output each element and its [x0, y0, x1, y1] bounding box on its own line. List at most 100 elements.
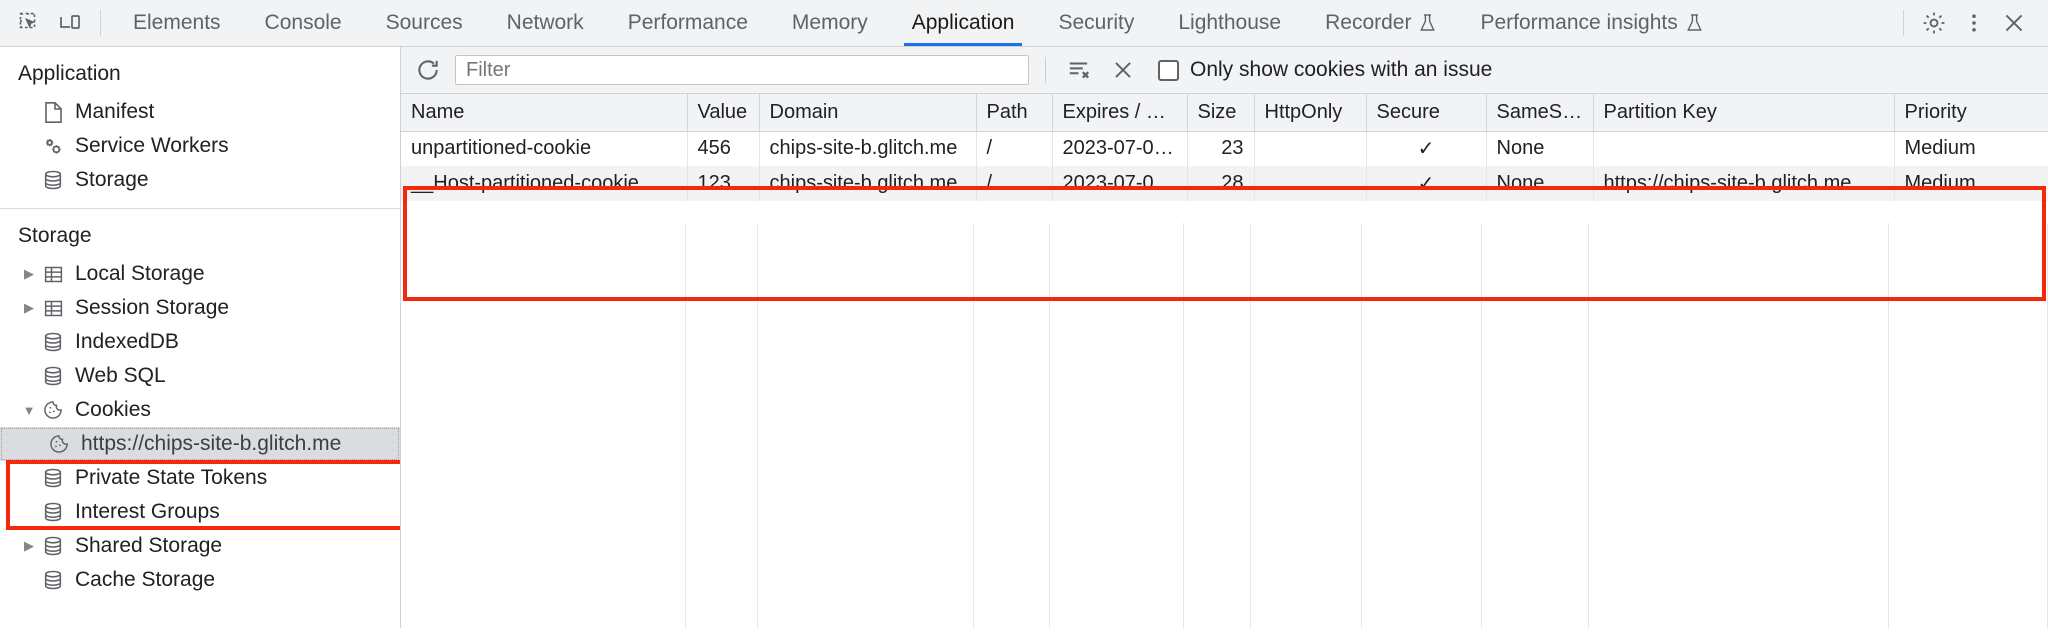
tab-label: Elements [133, 11, 221, 34]
cookie-icon [40, 399, 66, 421]
column-header-domain[interactable]: Domain [759, 94, 977, 132]
clear-filtered-cookies-icon[interactable] [1062, 53, 1096, 87]
sidebar-item-service-workers[interactable]: ▶ Service Workers [0, 129, 400, 163]
sidebar-item-shared-storage[interactable]: ▶ Shared Storage [0, 529, 400, 563]
database-icon [40, 569, 66, 591]
tab-label: Memory [791, 11, 868, 34]
cell-size: 23 [1187, 131, 1255, 166]
gears-icon [40, 135, 66, 157]
column-header-priority[interactable]: Priority [1894, 94, 2048, 132]
column-header-samesite[interactable]: SameSite [1486, 94, 1594, 132]
cookie-icon [46, 433, 72, 455]
cell-samesite: None [1486, 166, 1594, 201]
chevron-right-icon[interactable]: ▶ [24, 538, 34, 553]
only-show-issues-checkbox-wrap[interactable]: Only show cookies with an issue [1158, 58, 1492, 82]
tab-label: Console [264, 11, 342, 34]
sidebar-item-label: Cache Storage [75, 568, 216, 591]
column-header-expires[interactable]: Expires / M… [1052, 94, 1188, 132]
cookies-toolbar: Only show cookies with an issue [401, 47, 2048, 94]
column-header-value[interactable]: Value [687, 94, 760, 132]
sidebar-item-manifest[interactable]: ▶ Manifest [0, 95, 400, 129]
table-empty-columns [401, 223, 2048, 628]
tab-recorder[interactable]: Recorder [1303, 0, 1458, 46]
sidebar-item-cache-storage[interactable]: ▶ Cache Storage [0, 563, 400, 597]
table-row[interactable]: unpartitioned-cookie 456 chips-site-b.gl… [401, 131, 2048, 166]
device-toolbar-icon[interactable] [50, 3, 90, 43]
cell-priority: Medium [1894, 131, 2048, 166]
column-header-httponly[interactable]: HttpOnly [1254, 94, 1367, 132]
cell-path: / [976, 131, 1053, 166]
cell-expires: 2023-07-07… [1052, 166, 1188, 201]
tab-elements[interactable]: Elements [111, 0, 243, 46]
sidebar-item-private-state-tokens[interactable]: ▶ Private State Tokens [0, 461, 400, 495]
sidebar-item-web-sql[interactable]: ▶ Web SQL [0, 359, 400, 393]
cell-value: 456 [687, 131, 760, 166]
sidebar-section-storage: Storage ▶ Local Storage ▶ [0, 208, 400, 608]
tab-performance-insights[interactable]: Performance insights [1458, 0, 1724, 46]
filter-input[interactable] [455, 55, 1029, 85]
sidebar-item-label: Interest Groups [75, 500, 220, 523]
sidebar-item-session-storage[interactable]: ▶ Session Storage [0, 291, 400, 325]
column-header-size[interactable]: Size [1187, 94, 1255, 132]
sidebar-item-label: Local Storage [75, 262, 205, 285]
kebab-menu-icon[interactable] [1954, 3, 1994, 43]
cell-secure: ✓ [1366, 131, 1487, 166]
sidebar-item-label: Manifest [75, 100, 155, 123]
tab-application[interactable]: Application [890, 0, 1037, 46]
refresh-icon[interactable] [411, 53, 445, 87]
sidebar-item-label: Shared Storage [75, 534, 223, 557]
inspect-element-icon[interactable] [10, 3, 50, 43]
column-header-name[interactable]: Name [401, 94, 688, 132]
tab-label: Performance insights [1480, 11, 1678, 34]
sidebar-item-cookies[interactable]: ▼ Cookies [0, 393, 400, 427]
database-icon [40, 169, 66, 191]
devtools-tabbar: Elements Console Sources Network Perform… [0, 0, 2048, 47]
column-header-partition-key[interactable]: Partition Key [1593, 94, 1895, 132]
close-icon[interactable] [1994, 3, 2034, 43]
cell-httponly [1254, 131, 1367, 166]
tab-label: Sources [385, 11, 463, 34]
chevron-right-icon[interactable]: ▶ [24, 300, 34, 315]
tab-performance[interactable]: Performance [606, 0, 770, 46]
column-header-path[interactable]: Path [976, 94, 1053, 132]
document-icon [40, 101, 66, 123]
sidebar-item-label: Web SQL [75, 364, 166, 387]
table-row[interactable]: __Host-partitioned-cookie 123 chips-site… [401, 166, 2048, 201]
sidebar-item-local-storage[interactable]: ▶ Local Storage [0, 257, 400, 291]
clear-all-cookies-icon[interactable] [1106, 53, 1140, 87]
tab-lighthouse[interactable]: Lighthouse [1156, 0, 1303, 46]
sidebar-item-label: Storage [75, 168, 149, 191]
cookies-table: Name Value Domain Path Expires / M… Size… [401, 94, 2048, 201]
twisty-placeholder: ▶ [18, 572, 40, 588]
tab-sources[interactable]: Sources [364, 0, 485, 46]
toolbar-right-actions [1893, 3, 2048, 43]
tab-console[interactable]: Console [243, 0, 364, 46]
application-sidebar: Application ▶ Manifest ▶ [0, 47, 401, 628]
gear-icon[interactable] [1914, 3, 1954, 43]
tab-security[interactable]: Security [1036, 0, 1156, 46]
database-icon [40, 331, 66, 353]
chevron-right-icon[interactable]: ▶ [24, 266, 34, 281]
sidebar-item-indexeddb[interactable]: ▶ IndexedDB [0, 325, 400, 359]
column-header-secure[interactable]: Secure [1366, 94, 1487, 132]
sidebar-item-cookie-origin[interactable]: https://chips-site-b.glitch.me [0, 427, 400, 461]
experiment-flask-icon [1419, 13, 1436, 33]
cell-partition-key [1593, 131, 1895, 166]
twisty-placeholder: ▶ [18, 104, 40, 120]
toolbar-divider [1903, 10, 1904, 36]
sidebar-item-storage[interactable]: ▶ Storage [0, 163, 400, 197]
only-show-issues-checkbox[interactable] [1158, 59, 1179, 81]
sidebar-item-interest-groups[interactable]: ▶ Interest Groups [0, 495, 400, 529]
cell-name: unpartitioned-cookie [401, 131, 688, 166]
table-icon [40, 263, 66, 285]
toolbar-divider [1045, 57, 1046, 83]
chevron-down-icon[interactable]: ▼ [22, 402, 36, 418]
cell-secure: ✓ [1366, 166, 1487, 201]
sidebar-item-label: Service Workers [75, 134, 229, 157]
tab-memory[interactable]: Memory [770, 0, 890, 46]
sidebar-item-label: IndexedDB [75, 330, 179, 353]
twisty-placeholder: ▶ [18, 138, 40, 154]
tab-network[interactable]: Network [485, 0, 606, 46]
cookies-panel: Only show cookies with an issue Name Val… [401, 47, 2048, 628]
